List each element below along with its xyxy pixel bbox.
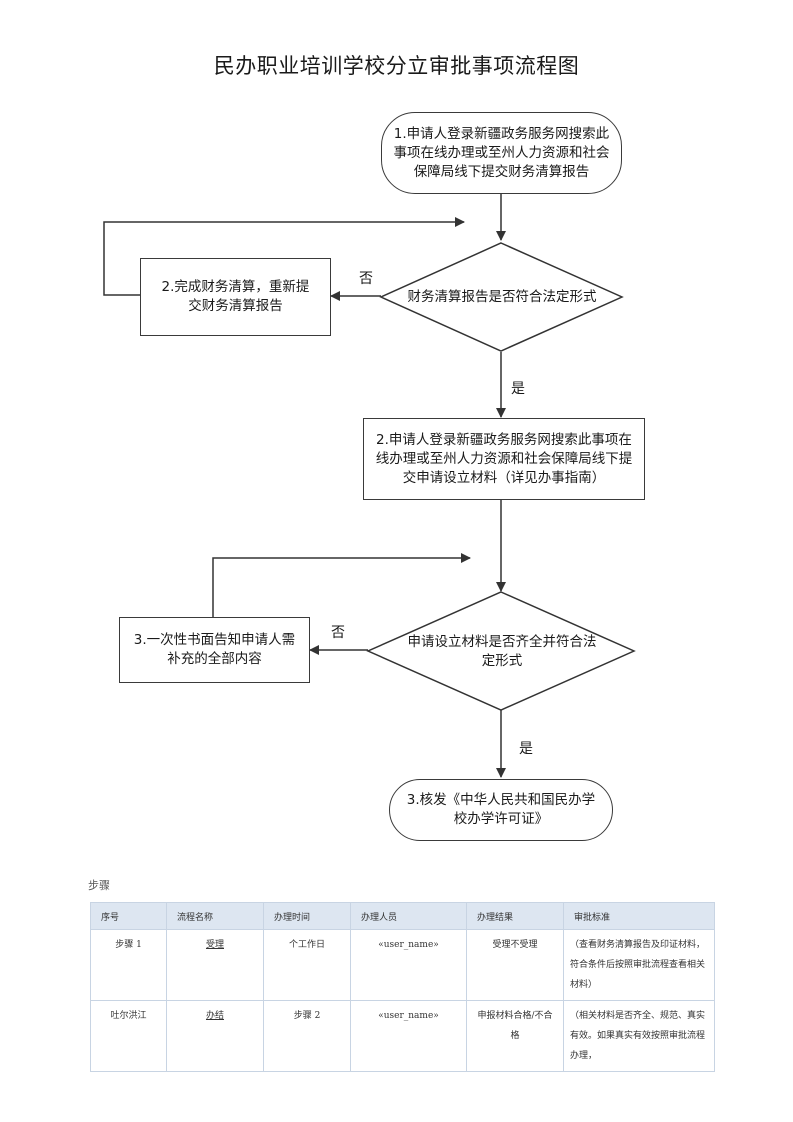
submit-materials-node: 2.申请人登录新疆政务服务网搜索此事项在线办理或至州人力资源和社会保障局线下提交… bbox=[363, 418, 645, 500]
header-result: 办理结果 bbox=[466, 902, 564, 930]
fix1-text: 2.完成财务清算，重新提交财务清算报告 bbox=[161, 279, 310, 314]
header-handler: 办理人员 bbox=[350, 902, 467, 930]
cell-standard: （查看财务清算报告及印证材料，符合条件后按照审批流程查看相关材料） bbox=[563, 929, 715, 1001]
cell-standard: （相关材料是否齐全、规范、真实有效。如果真实有效按照审批流程办理， bbox=[563, 1000, 715, 1072]
header-seq: 序号 bbox=[90, 902, 167, 930]
cell-process-name-link[interactable]: 受理 bbox=[166, 929, 264, 1001]
decision1-text: 财务清算报告是否符合法定形式 bbox=[407, 288, 597, 305]
cell-seq: 步骤 1 bbox=[90, 929, 167, 1001]
start-node-text: 1.申请人登录新疆政务服务网搜索此事项在线办理或至州人力资源和社会保障局线下提交… bbox=[393, 125, 610, 180]
start-node: 1.申请人登录新疆政务服务网搜索此事项在线办理或至州人力资源和社会保障局线下提交… bbox=[381, 112, 622, 194]
cell-result: 申报材料合格/不合格 bbox=[466, 1000, 564, 1072]
step2-text: 2.申请人登录新疆政务服务网搜索此事项在线办理或至州人力资源和社会保障局线下提交… bbox=[375, 431, 633, 486]
yes-label-1: 是 bbox=[511, 381, 525, 397]
header-handle-time: 办理时间 bbox=[263, 902, 351, 930]
connector-fix2-loop bbox=[212, 553, 471, 617]
steps-table: 序号 流程名称 办理时间 办理人员 办理结果 审批标准 步骤 1 受理 个工作日… bbox=[90, 902, 715, 1072]
cell-time: 步骤 2 bbox=[263, 1000, 351, 1072]
header-process-name: 流程名称 bbox=[166, 902, 264, 930]
decision2-diamond bbox=[366, 591, 636, 711]
decision1-diamond bbox=[379, 242, 624, 352]
page-title: 民办职业培训学校分立审批事项流程图 bbox=[213, 54, 580, 78]
fix-financial-report-node: 2.完成财务清算，重新提交财务清算报告 bbox=[140, 258, 331, 336]
cell-result: 受理不受理 bbox=[466, 929, 564, 1001]
no-label-2: 否 bbox=[331, 625, 345, 641]
flowchart-connectors bbox=[103, 194, 636, 778]
table-row: 吐尔洪江 办结 步骤 2 «user_name» 申报材料合格/不合格 （相关材… bbox=[90, 1000, 715, 1072]
cell-handler: «user_name» bbox=[350, 929, 467, 1001]
table-header-row: 序号 流程名称 办理时间 办理人员 办理结果 审批标准 bbox=[90, 902, 715, 930]
decision2-text: 申请设立材料是否齐全并符合法定形式 bbox=[407, 634, 597, 669]
table-row: 步骤 1 受理 个工作日 «user_name» 受理不受理 （查看财务清算报告… bbox=[90, 929, 715, 1001]
notify-supplement-node: 3.一次性书面告知申请人需补充的全部内容 bbox=[119, 617, 310, 683]
no-label-1: 否 bbox=[359, 271, 373, 287]
cell-seq: 吐尔洪江 bbox=[90, 1000, 167, 1072]
connector-fix1-loop bbox=[103, 217, 465, 296]
header-standard: 审批标准 bbox=[563, 902, 715, 930]
fix2-text: 3.一次性书面告知申请人需补充的全部内容 bbox=[133, 632, 296, 667]
end-node: 3.核发《中华人民共和国民办学校办学许可证》 bbox=[389, 779, 613, 841]
cell-process-name-link[interactable]: 办结 bbox=[166, 1000, 264, 1072]
steps-section-label: 步骤 bbox=[88, 879, 110, 892]
yes-label-2: 是 bbox=[519, 741, 533, 757]
cell-handler: «user_name» bbox=[350, 1000, 467, 1072]
cell-time: 个工作日 bbox=[263, 929, 351, 1001]
end-node-text: 3.核发《中华人民共和国民办学校办学许可证》 bbox=[406, 792, 596, 827]
